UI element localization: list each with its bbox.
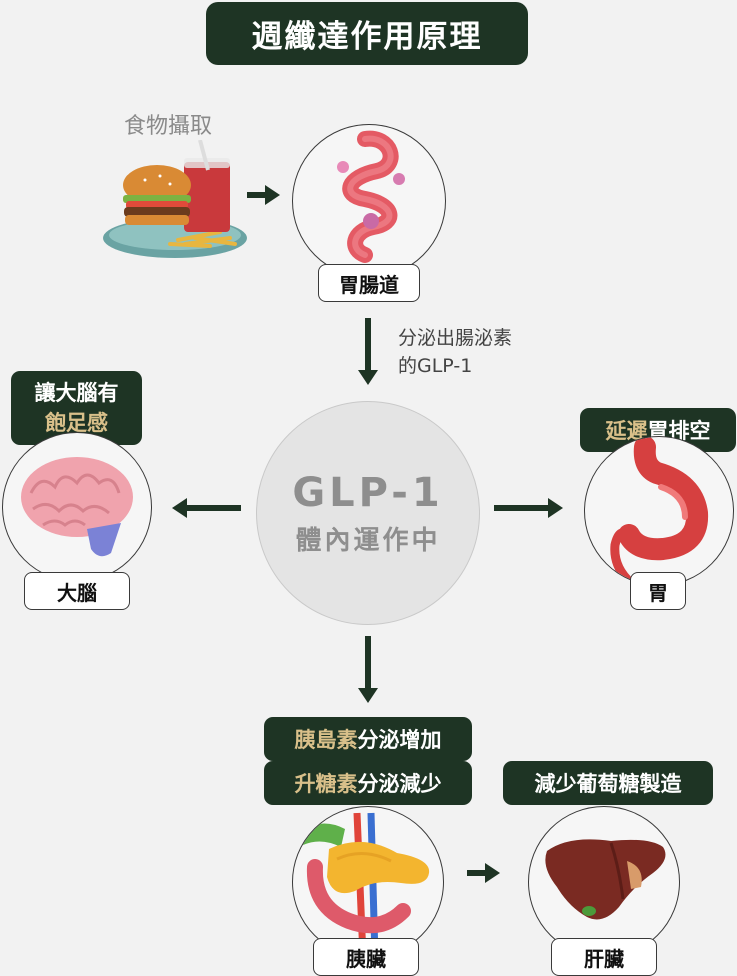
intestine-icon <box>337 130 405 263</box>
insulin-rest: 分泌增加 <box>357 728 442 752</box>
stomach-label: 胃 <box>630 572 686 610</box>
liver-circle <box>528 806 680 958</box>
gut-label: 胃腸道 <box>318 264 420 302</box>
glp1-subtitle: 體內運作中 <box>295 525 441 556</box>
brain-tag-line1: 讓大腦有 <box>34 381 119 405</box>
glucagon-highlight: 升糖素 <box>294 772 358 796</box>
arrow-icon <box>247 184 281 206</box>
brain-tag-line2: 飽足感 <box>45 411 108 435</box>
arrow-icon <box>494 497 564 519</box>
page-title: 週纖達作用原理 <box>206 2 528 65</box>
arrow-icon <box>357 318 379 386</box>
pancreas-icon <box>299 812 430 957</box>
gut-circle <box>292 124 446 278</box>
stomach-circle <box>584 436 734 586</box>
food-caption: 食物攝取 <box>124 114 213 139</box>
secretion-note-line2: 的GLP-1 <box>398 355 473 377</box>
brain-icon <box>21 457 133 557</box>
glucagon-rest: 分泌減少 <box>357 772 442 796</box>
pancreas-circle <box>292 806 444 958</box>
pancreas-tag-glucagon: 升糖素分泌減少 <box>264 761 472 805</box>
insulin-highlight: 胰島素 <box>294 728 358 752</box>
arrow-icon <box>357 636 379 704</box>
brain-circle <box>2 432 152 582</box>
arrow-icon <box>171 497 241 519</box>
secretion-note: 分泌出腸泌素 的GLP-1 <box>398 324 512 380</box>
glp1-title: GLP-1 <box>292 469 444 516</box>
stomach-tag: 延遲胃排空 <box>580 408 736 452</box>
stomach-icon <box>610 437 709 585</box>
arrow-icon <box>467 862 501 884</box>
liver-label: 肝臟 <box>551 938 657 976</box>
liver-icon <box>545 839 666 920</box>
pancreas-tag-insulin: 胰島素分泌增加 <box>264 717 472 761</box>
glp1-center-circle: GLP-1 體內運作中 <box>256 401 480 625</box>
pancreas-label: 胰臟 <box>313 938 419 976</box>
liver-tag: 減少葡萄糖製造 <box>503 761 713 805</box>
secretion-note-line1: 分泌出腸泌素 <box>398 327 513 349</box>
brain-label: 大腦 <box>24 572 130 610</box>
burger-fries-drink-icon <box>100 140 255 265</box>
